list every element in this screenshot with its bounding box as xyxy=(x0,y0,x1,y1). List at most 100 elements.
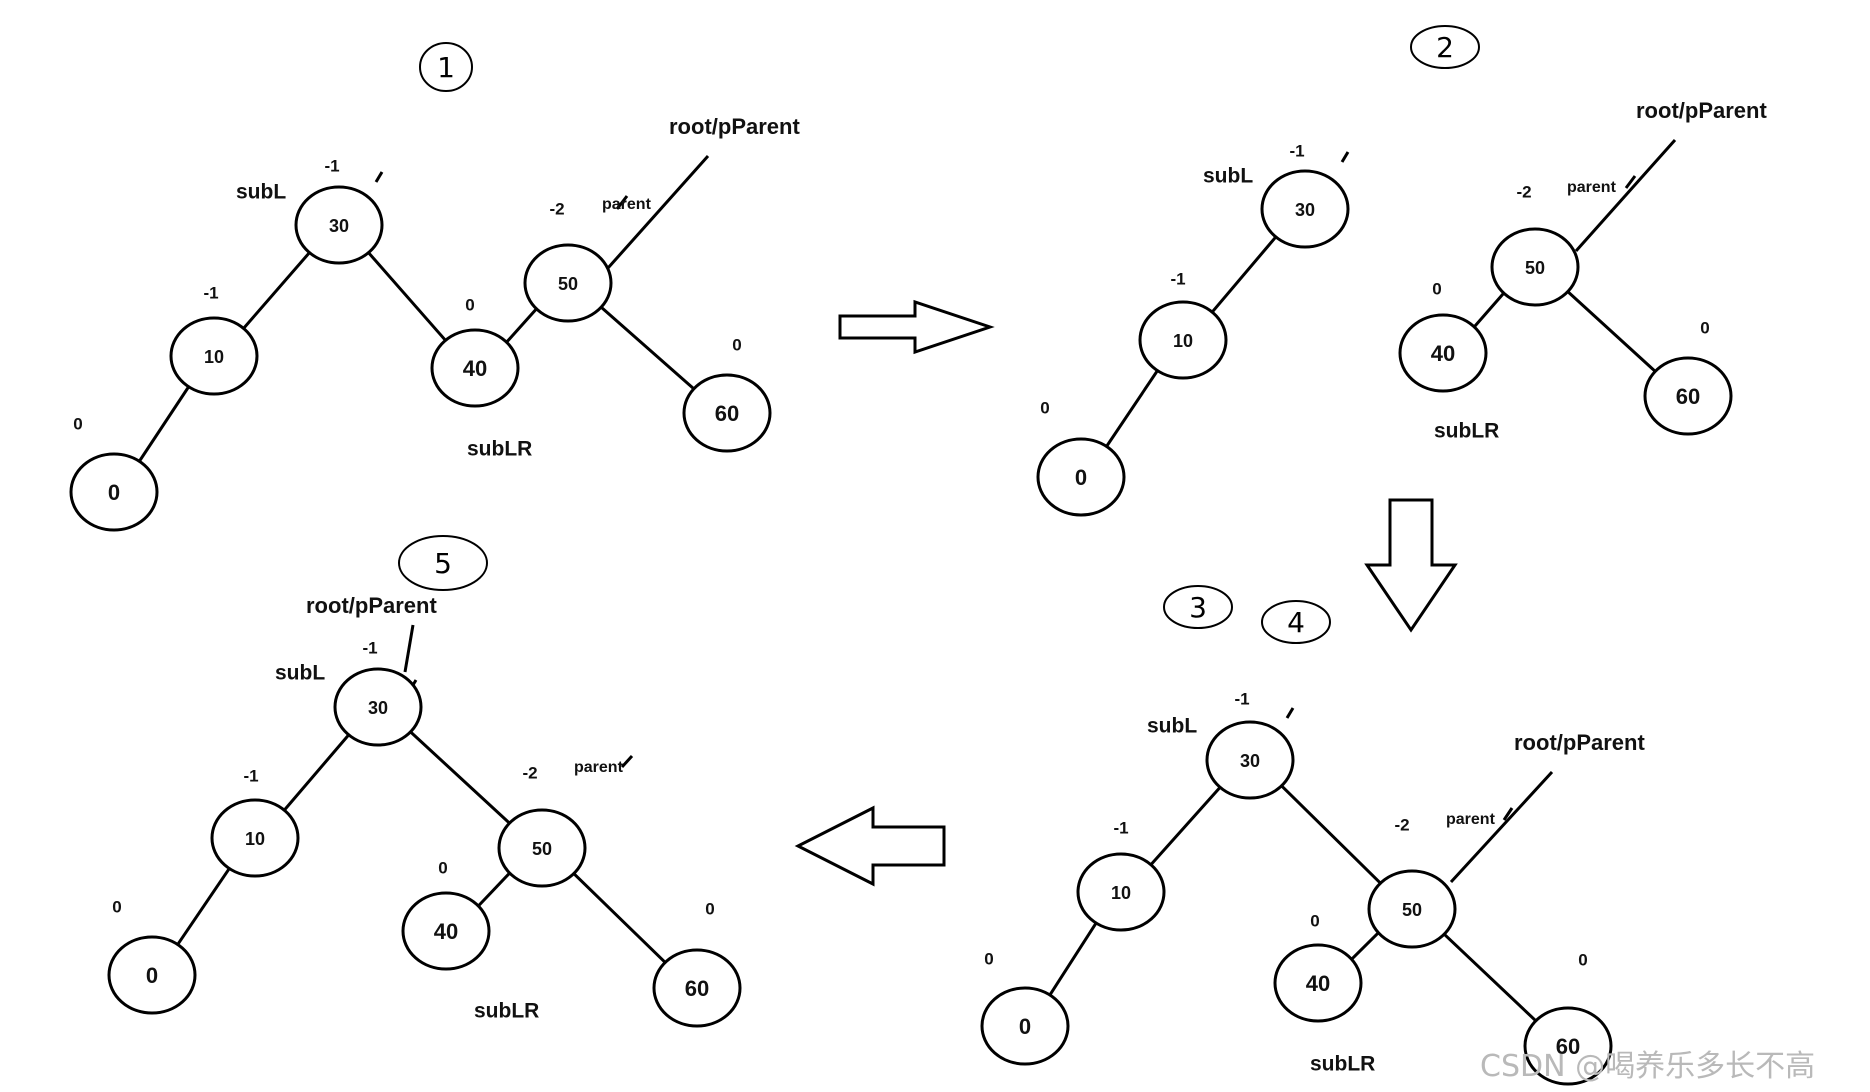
tree-node-value: 30 xyxy=(1240,751,1260,771)
parent-tick-mark xyxy=(1624,175,1637,189)
tree-edge xyxy=(571,871,668,965)
balance-factor: -1 xyxy=(1170,269,1185,288)
label-sublr: subLR xyxy=(474,1000,539,1023)
tree-edge xyxy=(504,306,539,345)
step-marker-outline xyxy=(1261,600,1331,644)
tree-node-value: 10 xyxy=(245,829,265,849)
tree-node-circle xyxy=(497,808,587,888)
subl-tick-mark xyxy=(1285,707,1295,719)
label-parent: parent xyxy=(602,196,652,213)
tree-edge xyxy=(1349,930,1381,962)
tree-node-circle xyxy=(1138,300,1228,380)
label-subl: subL xyxy=(275,662,325,685)
parent-tick-mark xyxy=(620,754,634,769)
step-marker-outline xyxy=(398,535,488,591)
tree-node-circle xyxy=(1260,169,1350,249)
label-sublr: subLR xyxy=(1434,420,1499,443)
tree-node-circle xyxy=(1205,720,1295,800)
tree-node-circle xyxy=(294,185,384,265)
balance-factor: 0 xyxy=(1578,950,1587,969)
tree-node-circle xyxy=(1367,869,1457,949)
tree-edge xyxy=(282,732,351,813)
tree-node-value: 10 xyxy=(1111,883,1131,903)
tree-node-circle xyxy=(333,667,423,747)
balance-factor: -2 xyxy=(549,199,564,218)
tree-edge xyxy=(1047,920,1099,998)
tree-node-circle xyxy=(107,935,197,1015)
tree-edge xyxy=(1148,785,1223,867)
tree-node-circle xyxy=(523,243,613,323)
tree-node-value: 0 xyxy=(1075,465,1087,490)
tree-node-value: 50 xyxy=(1402,900,1422,920)
tree-node-value: 60 xyxy=(1676,384,1700,409)
subl-tick-mark xyxy=(1340,151,1350,163)
tree-node-value: 50 xyxy=(1525,258,1545,278)
tree-node-value: 60 xyxy=(715,401,739,426)
balance-factor: -1 xyxy=(324,156,339,175)
tree-node-circle xyxy=(401,891,491,971)
tree-node-value: 0 xyxy=(146,963,158,988)
tree-node-circle xyxy=(430,328,520,408)
tree-node-value: 0 xyxy=(108,480,120,505)
tree-node-value: 60 xyxy=(1556,1034,1580,1059)
label-root-pparent: root/pParent xyxy=(1514,730,1645,755)
watermark-text: CSDN @喝养乐多长不高 xyxy=(1480,1049,1815,1084)
tree-edge xyxy=(366,250,448,343)
balance-factor: -2 xyxy=(522,763,537,782)
balance-factor: 0 xyxy=(1310,911,1319,930)
tree-node-value: 30 xyxy=(368,698,388,718)
tree-node-circle xyxy=(69,452,159,532)
tree-edge xyxy=(137,384,191,464)
balance-factor: 0 xyxy=(465,295,474,314)
arrow-left xyxy=(794,805,946,887)
step-marker-number: 2 xyxy=(1436,31,1454,64)
balance-factor: 0 xyxy=(73,414,82,433)
balance-factor: -1 xyxy=(203,283,218,302)
balance-factor: 0 xyxy=(732,335,741,354)
tree-node-value: 40 xyxy=(1431,341,1455,366)
tree-edge xyxy=(1209,234,1279,315)
label-subl: subL xyxy=(236,181,286,204)
balance-factor: -1 xyxy=(1289,141,1304,160)
balance-factor: 0 xyxy=(438,858,447,877)
balance-factor: -1 xyxy=(243,766,258,785)
tree-edge xyxy=(175,866,232,947)
tree-node-value: 50 xyxy=(558,274,578,294)
step-marker-number: 4 xyxy=(1287,606,1305,639)
tree-node-value: 40 xyxy=(463,356,487,381)
tree-node-value: 10 xyxy=(204,347,224,367)
tree-edge xyxy=(476,870,512,909)
balance-factor: 0 xyxy=(1040,398,1049,417)
step-marker-number: 3 xyxy=(1189,591,1207,624)
balance-factor: -1 xyxy=(1113,818,1128,837)
tree-node-circle xyxy=(1036,437,1126,517)
balance-factor: -1 xyxy=(362,638,377,657)
step-marker-outline xyxy=(1410,25,1480,69)
parent-tick-mark xyxy=(1502,807,1514,821)
label-subl: subL xyxy=(1147,715,1197,738)
tree-edge xyxy=(241,250,312,331)
tree-node-value: 40 xyxy=(434,919,458,944)
tree-node-circle xyxy=(1273,943,1363,1023)
label-root-pparent: root/pParent xyxy=(306,593,437,618)
tree-node-value: 10 xyxy=(1173,331,1193,351)
balance-factor: 0 xyxy=(1432,279,1441,298)
tree-node-value: 0 xyxy=(1019,1014,1031,1039)
arrow-right xyxy=(838,299,995,355)
root-pointer-line xyxy=(606,155,710,269)
tree-node-circle xyxy=(1398,313,1488,393)
parent-tick-mark xyxy=(615,195,629,210)
tree-node-circle xyxy=(652,948,742,1028)
tree-node-circle xyxy=(682,373,772,453)
balance-factor: 0 xyxy=(1700,318,1709,337)
arrow-down xyxy=(1364,498,1458,633)
label-root-pparent: root/pParent xyxy=(1636,98,1767,123)
root-pointer-line xyxy=(1449,770,1554,884)
balance-factor: -2 xyxy=(1394,815,1409,834)
balance-factor: 0 xyxy=(984,949,993,968)
tree-node-value: 60 xyxy=(685,976,709,1001)
tree-node-circle xyxy=(1076,852,1166,932)
balance-factor: 0 xyxy=(705,899,714,918)
step-marker-number: 1 xyxy=(437,51,455,84)
tree-node-value: 30 xyxy=(329,216,349,236)
